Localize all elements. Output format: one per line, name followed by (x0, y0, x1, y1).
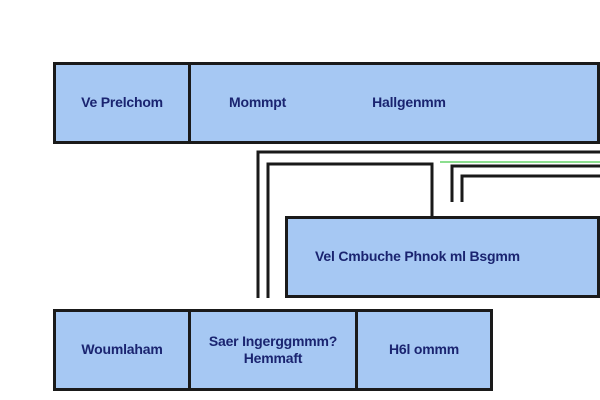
top-cell-1-label: Ve Prelchom (81, 94, 163, 111)
connector-left-inner (266, 162, 434, 298)
bottom-cell-2-line-1: Saer Ingerggmmm? (208, 332, 338, 349)
bottom-cell-1: Woumlaham (53, 309, 191, 391)
connector-left-outer (256, 150, 600, 298)
middle-box-label: Vel Cmbuche Phnok ml Bsgmm (315, 248, 520, 265)
bottom-cell-2: Saer Ingerggmmm? Hemmaft (188, 309, 358, 391)
bottom-cell-3-label: H6l ommm (389, 341, 459, 358)
bottom-cell-2-line-2: Hemmaft (243, 350, 303, 366)
middle-box: Vel Cmbuche Phnok ml Bsgmm (285, 216, 600, 298)
top-cell-3-label: Hallgenmm (372, 94, 446, 111)
connector-right-outer (450, 164, 600, 202)
bottom-cell-3: H6l ommm (355, 309, 493, 391)
connector-right-inner (460, 174, 600, 202)
top-cell-1: Ve Prelchom (53, 62, 191, 144)
bottom-cell-1-label: Woumlaham (81, 341, 163, 358)
top-cell-2: Mommpt Hallgenmm (188, 62, 600, 144)
top-cell-2-label: Mommpt (229, 94, 287, 111)
